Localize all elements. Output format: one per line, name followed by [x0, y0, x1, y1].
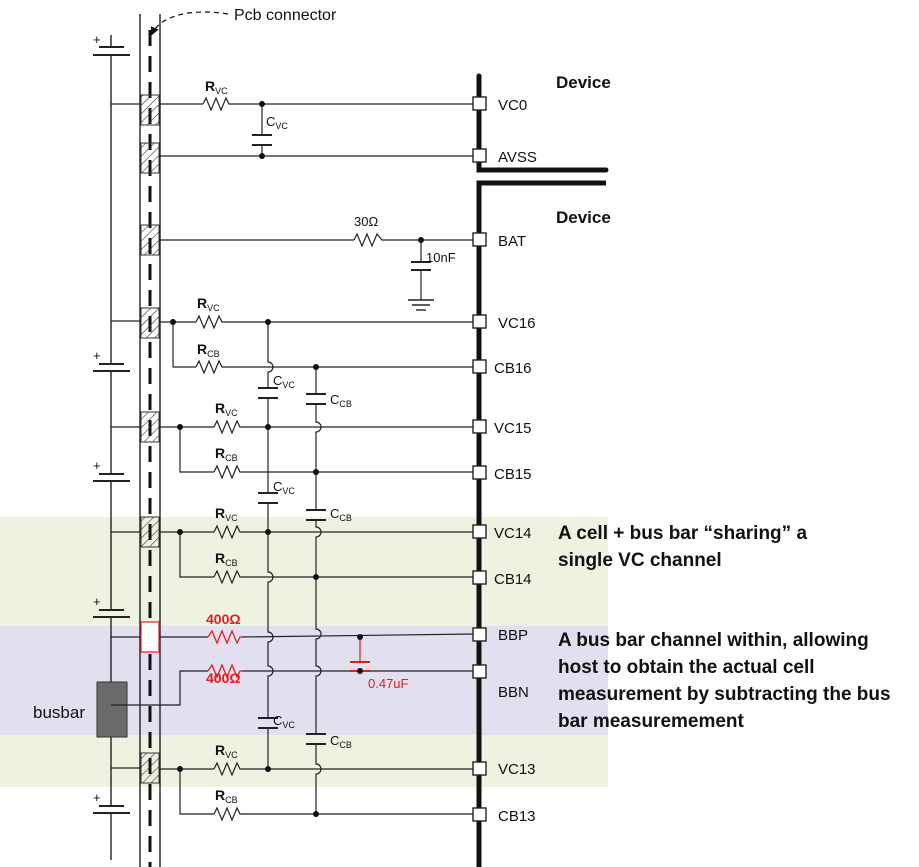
cell-plus-2: + [93, 348, 101, 363]
rcb-label-cb13: RCB [215, 787, 238, 805]
rcb-label-cb15: RCB [215, 445, 238, 463]
ccb-label-13: CCB [330, 733, 352, 750]
pin-label: CB13 [498, 808, 536, 825]
cvc-label-vc0: CVC [266, 114, 288, 131]
pin-box [472, 359, 487, 374]
c10nf-label: 10nF [426, 250, 456, 265]
pcb-connector-arrow [150, 11, 229, 36]
pin-box [472, 807, 487, 822]
device-label-bottom: Device [556, 208, 611, 227]
rcb-label-cb16: RCB [197, 341, 220, 359]
component-labels: RVC CVC 30Ω 10nF RVC RCB CVC CCB RVC RCB… [197, 78, 456, 805]
rvc-label-vc0: RVC [205, 78, 228, 96]
annotation-busbar-line: bar measuremement [558, 711, 744, 732]
pin-box [472, 419, 487, 434]
ccb-label-16: CCB [330, 392, 352, 409]
rcb-label-cb14: RCB [215, 550, 238, 568]
c047-label: 0.47uF [368, 676, 409, 691]
annotation-busbar-line: host to obtain the actual cell [558, 657, 815, 678]
cvc-label-13: CVC [273, 713, 295, 730]
connector-terminals [140, 94, 160, 784]
pin-label: VC16 [498, 315, 536, 332]
pin-box [472, 761, 487, 776]
rvc-label-vc14: RVC [215, 505, 238, 523]
annotation-sharing-line: A cell + bus bar “sharing” a [558, 523, 808, 544]
pin-box [472, 314, 487, 329]
pin-box [472, 232, 487, 247]
pin-box [472, 627, 487, 642]
cvc-label-16: CVC [273, 373, 295, 390]
cvc-label-15: CVC [273, 479, 295, 496]
r400-label-bbp: 400Ω [206, 611, 241, 627]
pin-box [472, 570, 487, 585]
cell-plus-5: + [93, 790, 101, 805]
pin-label: BAT [498, 233, 526, 250]
pin-label: CB16 [494, 360, 532, 377]
rvc-label-vc15: RVC [215, 400, 238, 418]
capacitor-plates [252, 134, 431, 745]
pcb-connector-label: Pcb connector [234, 7, 337, 24]
annotation-busbar-line: measurement by subtracting the bus [558, 684, 891, 705]
cell-plus-4: + [93, 594, 101, 609]
rvc-label-vc16: RVC [197, 295, 220, 313]
r30-label: 30Ω [354, 214, 378, 229]
annotation-sharing-line: single VC channel [558, 550, 722, 571]
pin-label: VC0 [498, 97, 527, 114]
r400-label-bbn: 400Ω [206, 670, 241, 686]
pin-label: CB15 [494, 466, 532, 483]
pin-label: VC15 [494, 420, 532, 437]
pin-box [472, 524, 487, 539]
ground-icon [408, 299, 434, 311]
cell-stack [93, 35, 130, 860]
annotation-busbar-line: A bus bar channel within, allowing [558, 630, 869, 651]
junction-dots [170, 101, 424, 817]
pin-box [472, 96, 487, 111]
stack-taps [111, 103, 141, 769]
pin-box [472, 148, 487, 163]
pin-label: BBN [498, 684, 529, 701]
rvc-label-vc13: RVC [215, 742, 238, 760]
pin-box [472, 465, 487, 480]
pin-label: BBP [498, 627, 528, 644]
capacitor-buses [261, 104, 422, 814]
annotation-sharing: A cell + bus bar “sharing” a single VC c… [558, 520, 908, 574]
device-label-top: Device [556, 73, 611, 92]
device-pins: VC0 AVSS BAT VC16 CB16 VC15 CB15 VC14 CB… [472, 96, 537, 825]
resistors [195, 96, 385, 822]
pin-box [472, 664, 487, 679]
pin-label: VC14 [494, 525, 532, 542]
cell-plus-1: + [93, 32, 101, 47]
busbar-block [96, 681, 128, 738]
pin-label: AVSS [498, 149, 537, 166]
pin-label: CB14 [494, 571, 532, 588]
cell-plus-3: + [93, 458, 101, 473]
annotation-busbar-channel: A bus bar channel within, allowing host … [558, 627, 916, 735]
ccb-label-15: CCB [330, 506, 352, 523]
signal-wires [159, 103, 474, 815]
pin-label: VC13 [498, 761, 536, 778]
resistors-400 [207, 629, 242, 679]
busbar-label: busbar [33, 703, 85, 722]
